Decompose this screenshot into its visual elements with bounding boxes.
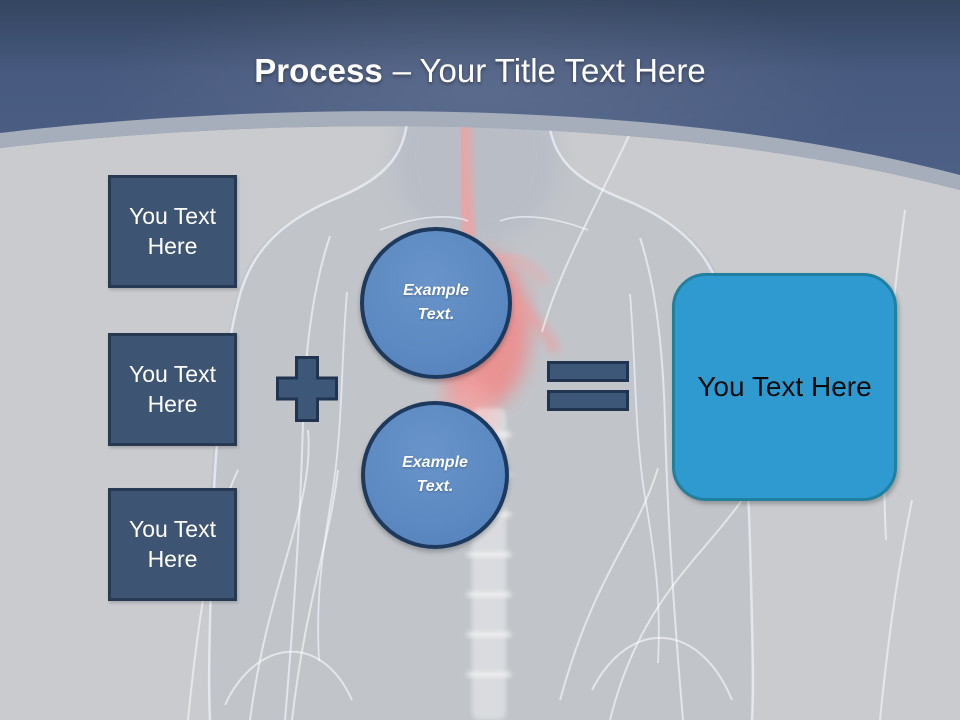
input-box-2-label: You Text Here (129, 360, 216, 417)
equals-bar-bottom (547, 390, 629, 411)
equals-icon (547, 361, 629, 411)
input-box-2[interactable]: You Text Here (108, 333, 237, 446)
slide-title-subtitle: – Your Title Text Here (392, 52, 706, 89)
process-circle-2-label: Example Text. (402, 454, 468, 495)
process-circle-2[interactable]: Example Text. (361, 401, 509, 549)
curve-band (0, 111, 960, 190)
process-circle-1-label: Example Text. (403, 282, 469, 323)
input-box-1[interactable]: You Text Here (108, 175, 237, 288)
result-box[interactable]: You Text Here (672, 273, 897, 501)
plus-icon (276, 356, 338, 422)
result-box-label: You Text Here (697, 371, 872, 402)
input-box-3[interactable]: You Text Here (108, 488, 237, 601)
input-box-1-label: You Text Here (129, 202, 216, 259)
slide-title-keyword: Process (254, 52, 383, 89)
process-circle-1[interactable]: Example Text. (360, 227, 512, 379)
slide-title[interactable]: Process– Your Title Text Here (0, 52, 960, 90)
equals-bar-top (547, 361, 629, 382)
input-box-3-label: You Text Here (129, 515, 216, 572)
